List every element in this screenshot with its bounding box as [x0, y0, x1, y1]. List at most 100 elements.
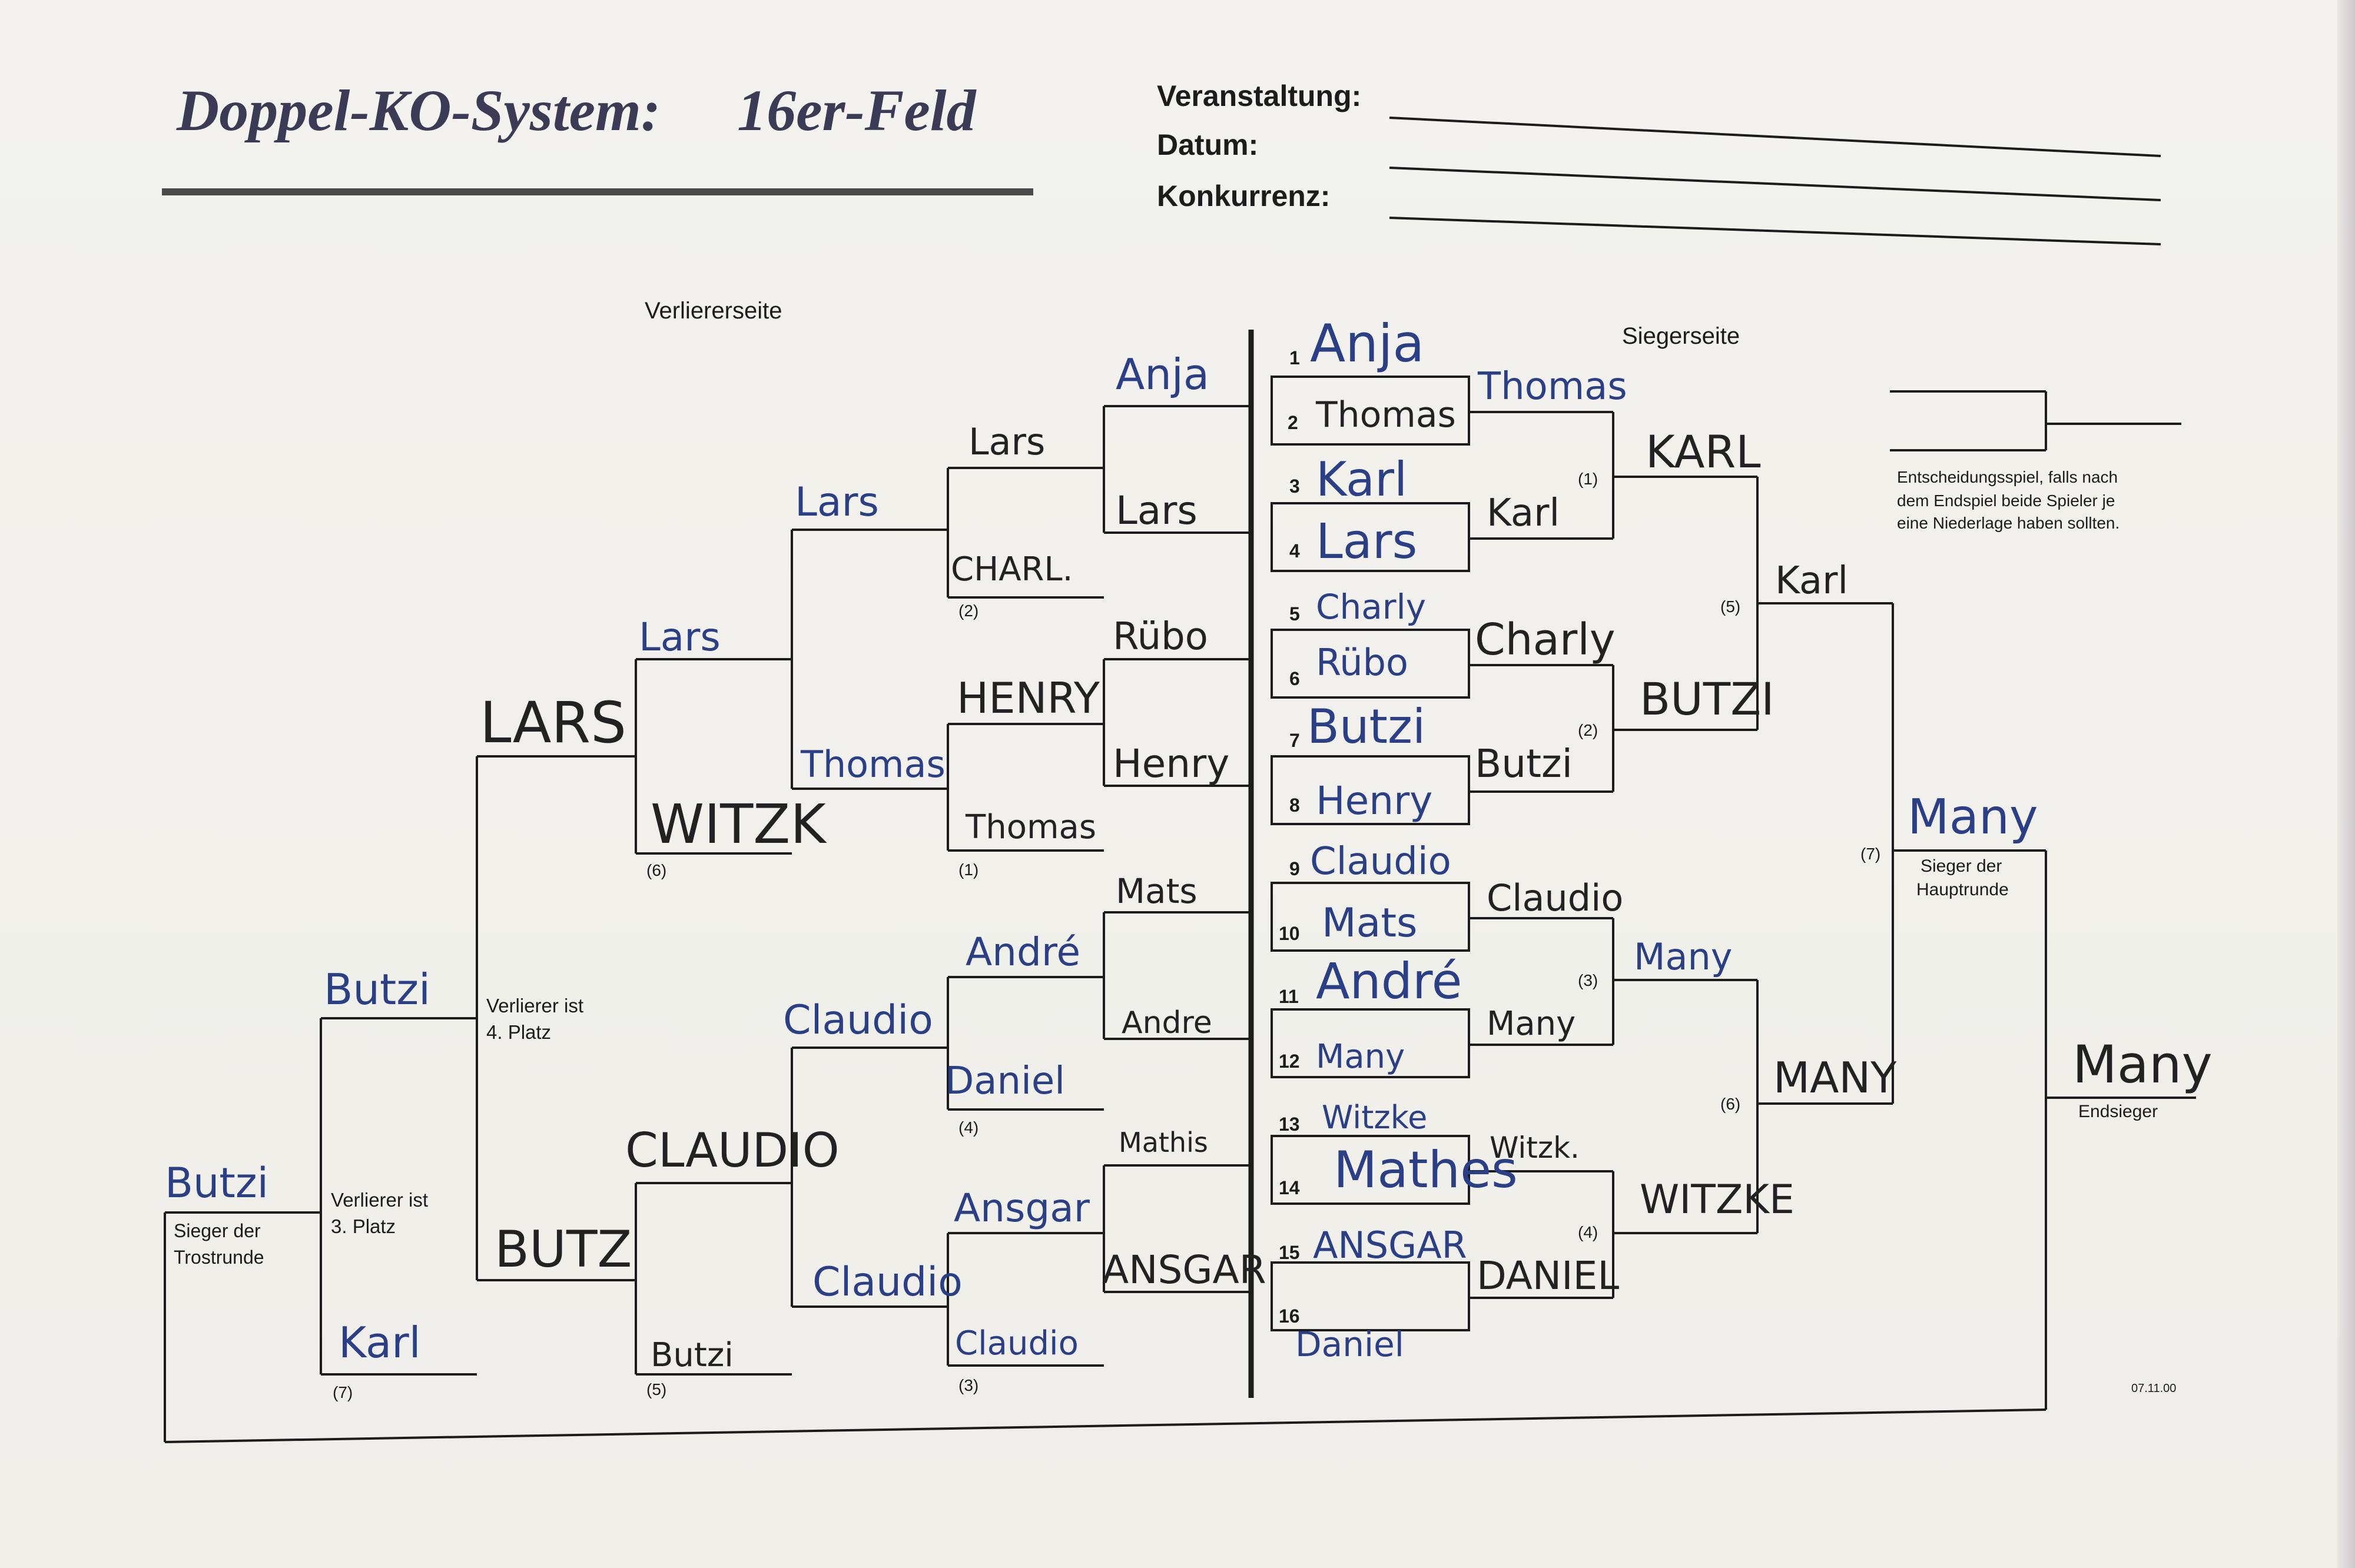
player-13: Witzke: [1322, 1099, 1428, 1136]
losers-drop-5: Mats: [1116, 871, 1198, 911]
losers-r4-2: BUTZ: [495, 1220, 632, 1279]
losers-r3-3: CLAUDIO: [625, 1123, 840, 1178]
seed-9: 9: [1289, 858, 1300, 879]
seed-10: 10: [1279, 923, 1300, 944]
losers-r1-8: Claudio: [955, 1324, 1079, 1363]
seed-16: 16: [1279, 1305, 1300, 1327]
ref-l3: (3): [958, 1376, 979, 1394]
winners-r1-6: Many: [1487, 1005, 1576, 1043]
losers-r1-4: Thomas: [966, 808, 1097, 846]
overall-winner: Many: [2072, 1034, 2213, 1095]
losers-drop-2: Lars: [1116, 488, 1198, 533]
seed-12: 12: [1279, 1051, 1300, 1072]
losers-r5-1: Butzi: [324, 965, 431, 1014]
decider-note-2: dem Endspiel beide Spieler je: [1897, 491, 2115, 510]
winners-r1-1: Thomas: [1478, 365, 1627, 408]
winner-main-label-1: Sieger der: [1921, 856, 2002, 876]
winners-side-label: Siegerseite: [1622, 323, 1740, 349]
losers-r2-1: Lars: [795, 479, 879, 526]
player-14: Mathes: [1334, 1141, 1518, 1200]
winners-r2-3: Many: [1634, 935, 1733, 978]
subtitle-text: 16er-Feld: [737, 78, 976, 143]
winners-r3-2: MANY: [1773, 1053, 1897, 1102]
losers-r2-2: Thomas: [801, 743, 946, 786]
player-4: Lars: [1316, 514, 1418, 570]
player-9: Claudio: [1310, 840, 1451, 883]
seed-15: 15: [1279, 1242, 1300, 1263]
ref-l4: (4): [958, 1118, 979, 1137]
losers-drop-7: Mathis: [1119, 1127, 1208, 1158]
losers-winner: Butzi: [165, 1159, 269, 1207]
ref-w5: (5): [1720, 597, 1741, 616]
losers-r1-2: CHARL.: [951, 550, 1073, 589]
losers-drop-3: Rübo: [1113, 615, 1208, 659]
loser-4th-1: Verlierer ist: [486, 995, 584, 1016]
losers-r2-3: Claudio: [783, 997, 933, 1044]
winners-final: Many: [1908, 789, 2038, 845]
field-konkurrenz: Konkurrenz:: [1157, 180, 1331, 212]
seed-4: 4: [1289, 540, 1300, 562]
ref-w3: (3): [1578, 971, 1598, 989]
winners-r1-8: DANIEL: [1477, 1253, 1620, 1298]
seed-2: 2: [1288, 412, 1298, 433]
ref-w1: (1): [1578, 470, 1598, 488]
player-11: André: [1316, 952, 1462, 1010]
player-3: Karl: [1316, 452, 1408, 507]
ref-l6: (6): [646, 861, 667, 879]
winners-r3-1: Karl: [1775, 559, 1849, 603]
seed-13: 13: [1279, 1114, 1300, 1135]
field-datum: Datum:: [1157, 128, 1259, 161]
seed-5: 5: [1289, 603, 1300, 624]
losers-side-label: Verliererseite: [645, 298, 782, 324]
player-6: Rübo: [1316, 641, 1408, 684]
seed-1: 1: [1289, 347, 1300, 368]
ref-w4: (4): [1578, 1223, 1598, 1241]
player-2: Thomas: [1316, 394, 1456, 436]
losers-r4-1: LARS: [480, 690, 626, 756]
loser-3rd-2: 3. Platz: [331, 1215, 396, 1237]
seed-7: 7: [1289, 730, 1300, 751]
seed-8: 8: [1289, 795, 1300, 816]
winners-r1-3: Charly: [1475, 614, 1616, 665]
losers-r1-7: Ansgar: [954, 1185, 1090, 1231]
winners-r2-2: BUTZI: [1640, 673, 1774, 725]
paper-edge: [2337, 0, 2355, 1568]
player-5: Charly: [1316, 587, 1427, 627]
player-8: Henry: [1316, 778, 1433, 823]
player-12: Many: [1316, 1038, 1405, 1076]
winners-r2-4: WITZKE: [1640, 1177, 1795, 1223]
title-text: Doppel-KO-System:: [177, 78, 661, 143]
date-code: 07.11.00: [2131, 1382, 2177, 1395]
losers-r1-5: André: [966, 929, 1081, 975]
losers-drop-6: Andre: [1122, 1005, 1212, 1041]
losers-r1-6: Daniel: [945, 1059, 1065, 1103]
losers-r5-2: Karl: [339, 1318, 421, 1367]
ref-w6: (6): [1720, 1095, 1741, 1113]
final-winner-label: Endsieger: [2078, 1102, 2158, 1121]
losers-r1-1: Lars: [968, 420, 1046, 463]
winners-r1-4: Butzi: [1475, 741, 1573, 786]
seed-3: 3: [1289, 476, 1300, 497]
seed-6: 6: [1289, 668, 1300, 689]
winner-main-label-2: Hauptrunde: [1916, 880, 2009, 899]
player-15: ANSGAR: [1313, 1224, 1467, 1267]
decider-note-3: eine Niederlage haben sollten.: [1897, 514, 2120, 532]
sheet-title: Doppel-KO-System: 16er-Feld: [177, 77, 976, 144]
loser-4th-2: 4. Platz: [486, 1021, 552, 1043]
losers-drop-1: Anja: [1116, 350, 1210, 399]
loser-3rd-1: Verlierer ist: [331, 1189, 429, 1211]
losers-r3-4: Butzi: [651, 1336, 734, 1374]
ref-l2: (2): [958, 602, 979, 620]
losers-r3-1: Lars: [639, 614, 721, 660]
winners-r1-7: Witzk.: [1490, 1131, 1580, 1165]
losers-r3-2: WITZK: [651, 793, 826, 856]
winner-consolation-1: Sieger der: [174, 1220, 261, 1241]
ref-l7: (7): [333, 1383, 353, 1401]
ref-l5: (5): [646, 1380, 667, 1398]
winners-r2-1: KARL: [1646, 426, 1761, 478]
losers-drop-8: ANSGAR: [1102, 1247, 1266, 1293]
player-16: Daniel: [1295, 1324, 1404, 1364]
player-7: Butzi: [1307, 699, 1426, 754]
